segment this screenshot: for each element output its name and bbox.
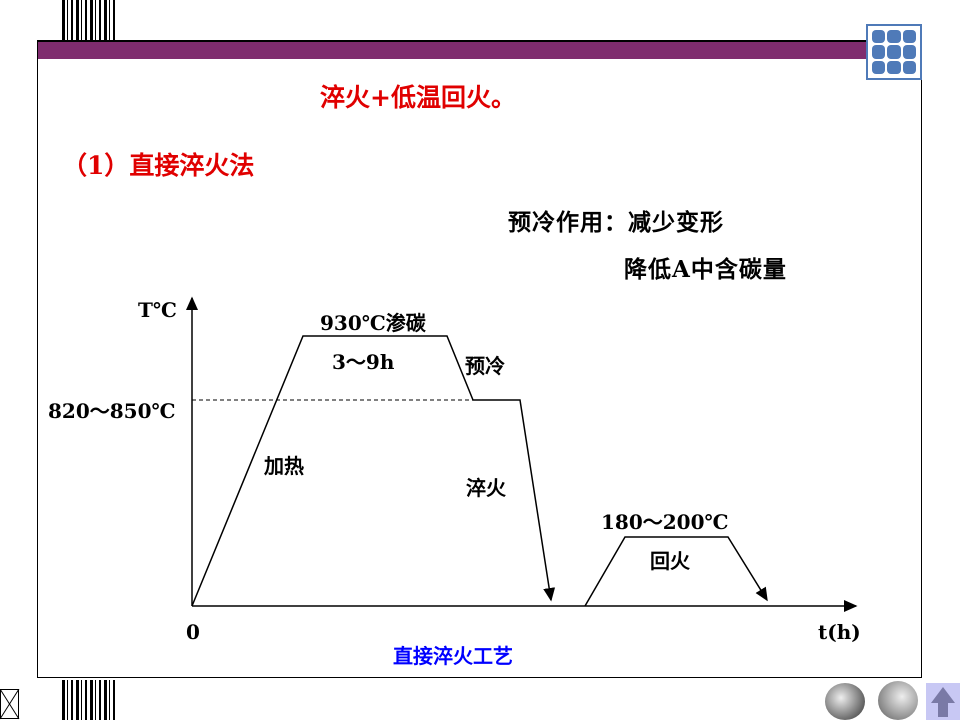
next-slide-button[interactable]	[878, 681, 918, 720]
slide-title: 淬火+低温回火。	[320, 83, 516, 112]
note-line-2: 降低A中含碳量	[624, 256, 787, 283]
temper-label: 回火	[650, 549, 690, 573]
temper-curve	[584, 536, 768, 607]
carburize-time-label: 3～9h	[332, 350, 395, 374]
precool-label: 预冷	[465, 354, 505, 378]
home-arrow-icon	[931, 687, 955, 717]
carburize-quench-curve	[191, 335, 556, 607]
menu-grid-button[interactable]	[866, 24, 922, 80]
y-axis-label: T℃	[138, 298, 177, 322]
x-axis-label: t(h)	[818, 620, 861, 644]
diagram-caption: 直接淬火工艺	[393, 644, 513, 668]
temper-temp-label: 180～200℃	[601, 510, 729, 534]
slide-frame	[37, 40, 922, 678]
quench-label: 淬火	[466, 476, 506, 500]
carburize-temp-label: 930℃渗碳	[320, 311, 426, 335]
quench-temp-label: 820～850℃	[48, 399, 176, 423]
decorative-barcode-top	[62, 0, 118, 40]
home-button[interactable]	[926, 683, 960, 720]
origin-label: 0	[186, 620, 200, 644]
heating-label: 加热	[264, 454, 304, 478]
note-line-1: 预冷作用：减少变形	[508, 209, 724, 236]
previous-slide-button[interactable]	[825, 683, 865, 720]
close-box-icon[interactable]	[0, 689, 20, 720]
header-band	[38, 42, 921, 59]
decorative-barcode-bottom	[62, 680, 118, 720]
section-heading: （1）直接淬火法	[62, 151, 255, 180]
